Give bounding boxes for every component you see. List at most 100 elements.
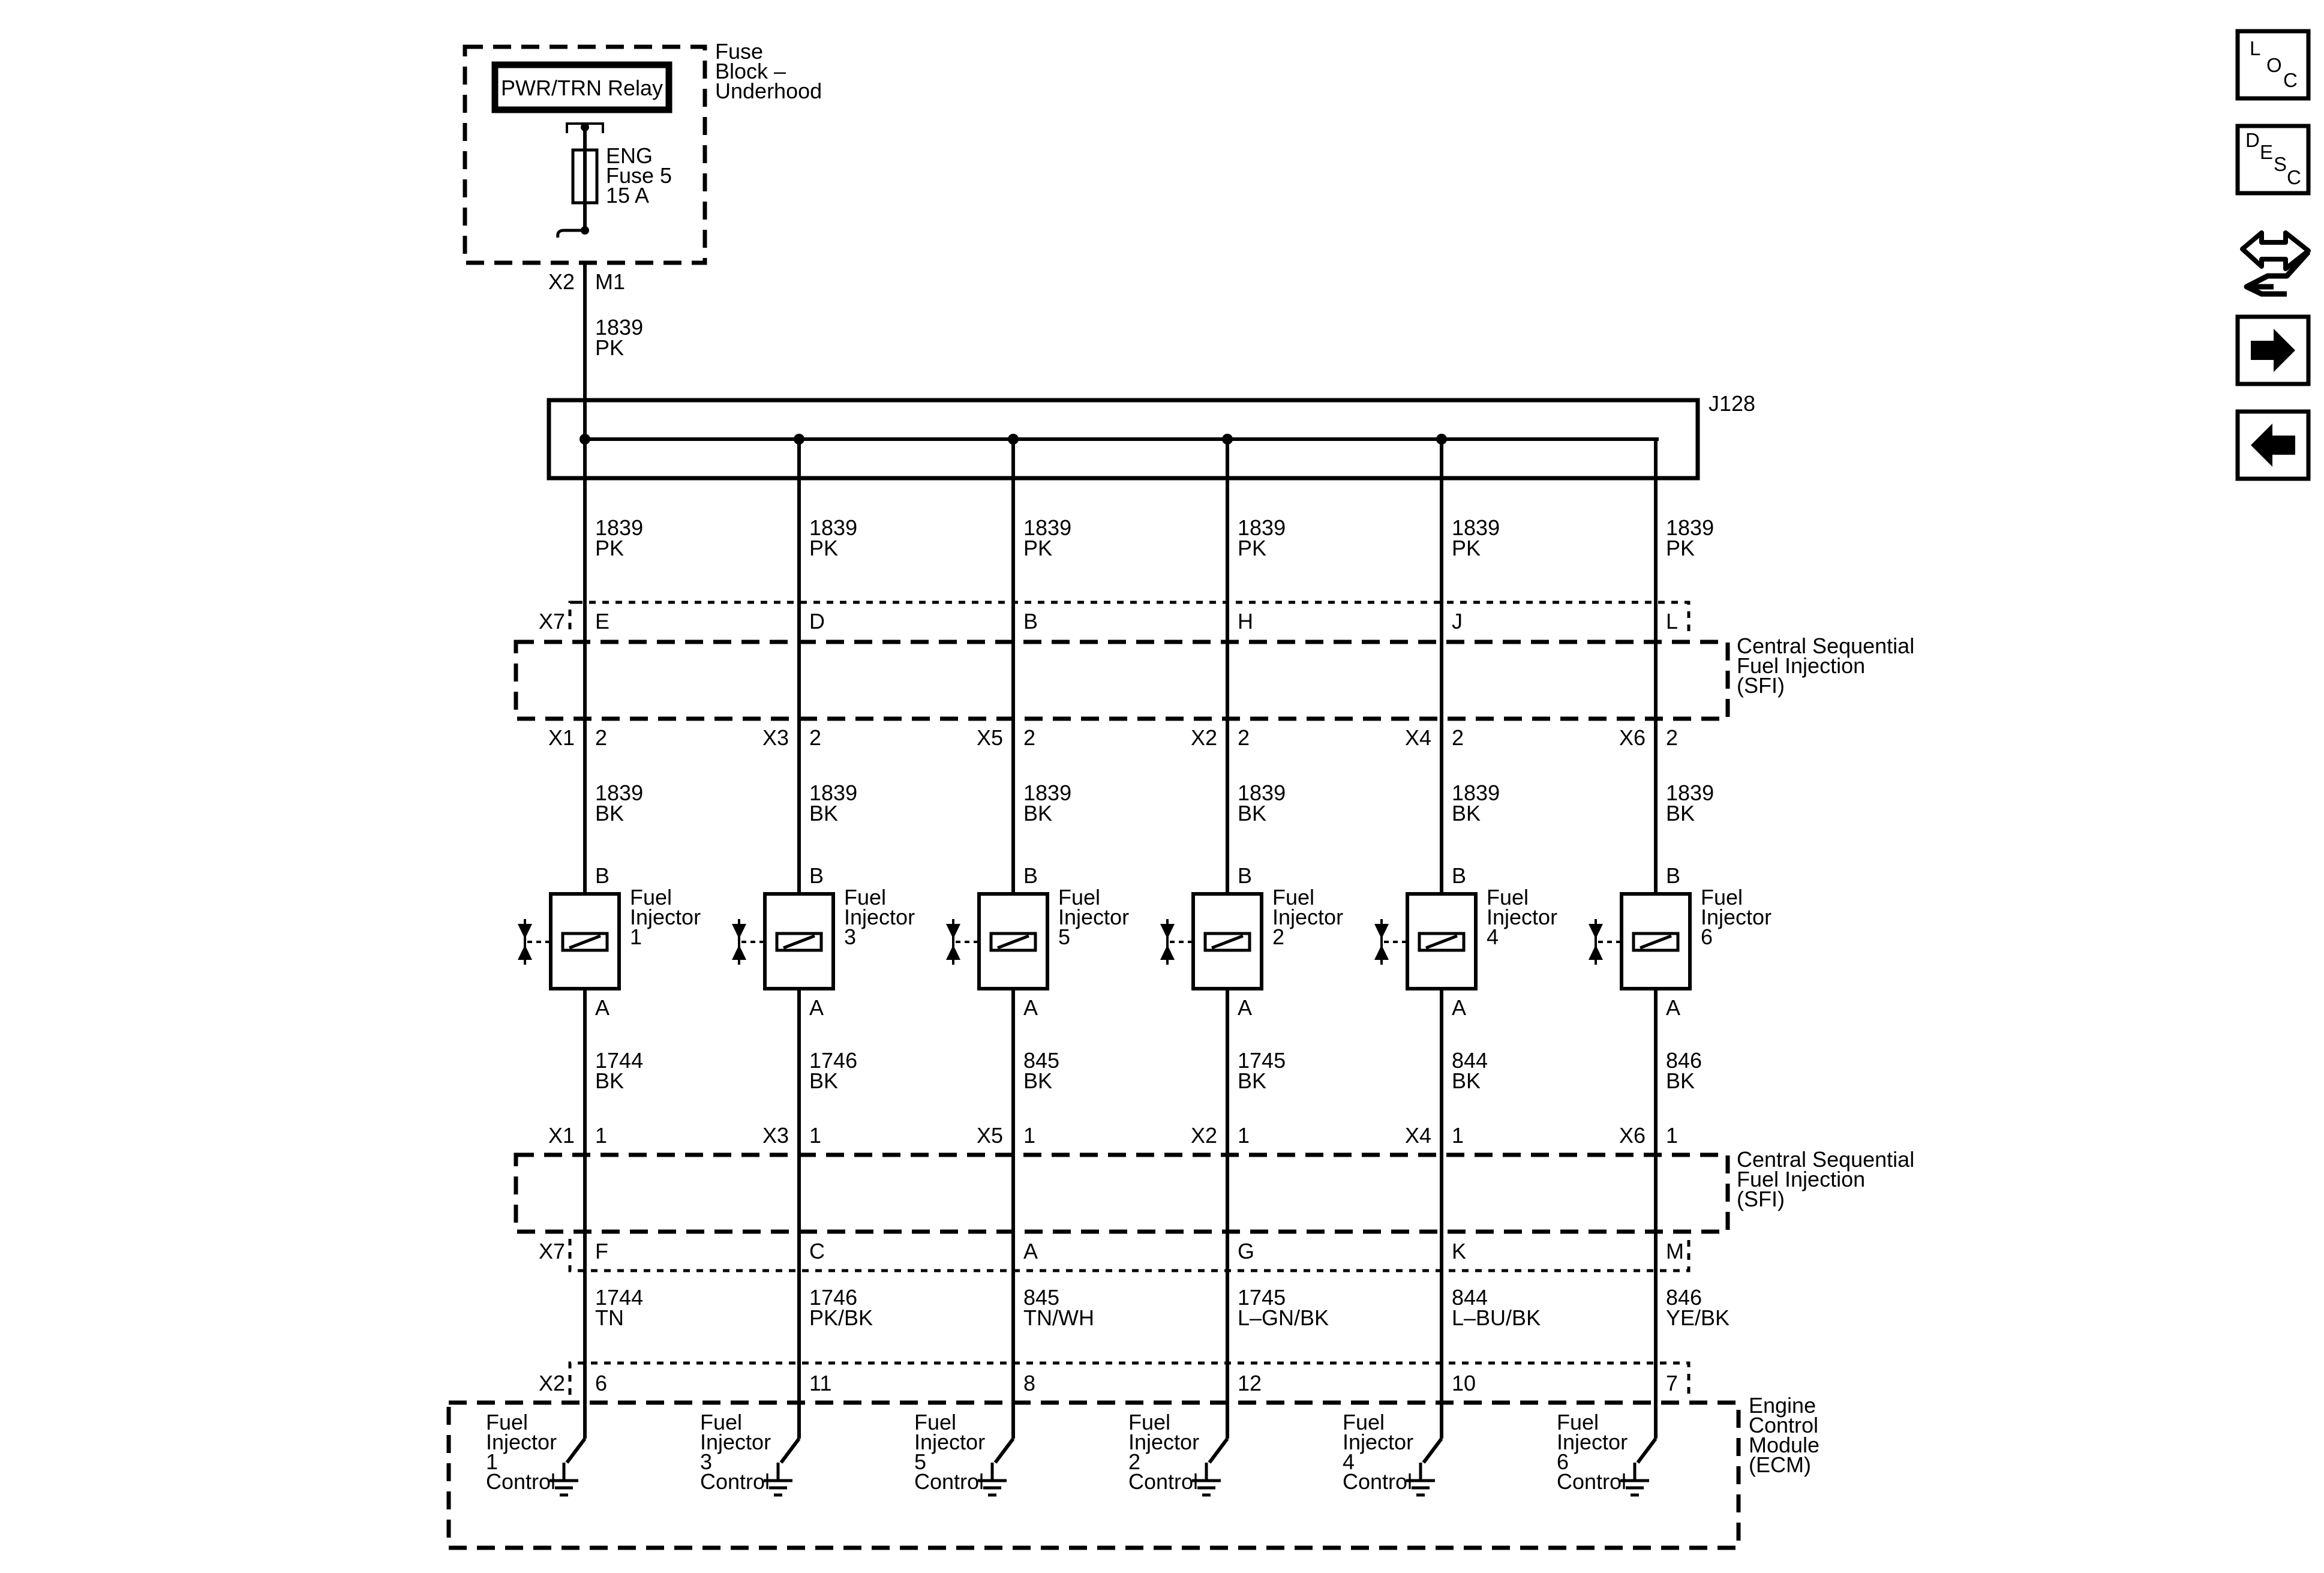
x7-lower-dotted-line — [568, 1239, 1691, 1272]
x7-upper-dotted-line — [576, 601, 1691, 633]
splice-pack-j128: J128 — [547, 391, 1755, 481]
injector-feed-color: BK — [809, 801, 838, 825]
splice-node — [1222, 434, 1233, 445]
ecm-driver-switch — [779, 1437, 801, 1464]
injector-feed-circuit: 1839 — [1452, 781, 1500, 805]
injector-pin-a: A — [1238, 995, 1252, 1020]
injector-pin-b: B — [1238, 863, 1252, 888]
sfi-lower-label-line-2: Fuel Injection — [1737, 1167, 1865, 1191]
x7-upper-left-bracket — [568, 601, 576, 633]
ecm-driver-switch — [1422, 1437, 1443, 1464]
injector-control-color: BK — [809, 1068, 838, 1093]
loc-letter-3: C — [2283, 69, 2298, 91]
injector-control-color: BK — [1023, 1068, 1052, 1093]
ecm-connector-x2: X2 — [539, 1371, 565, 1395]
fuse-block-output-node — [581, 226, 589, 235]
ecm-control-label-line-1: Fuel — [1557, 1410, 1599, 1434]
previous-page-button[interactable] — [2235, 409, 2311, 481]
injector-label-line-2: Injector — [1701, 905, 1771, 929]
sfi-lower-pin: 1 — [1452, 1123, 1464, 1148]
desc-letter-4: C — [2287, 166, 2301, 188]
x7-lower-pin: A — [1023, 1239, 1038, 1263]
sfi-lower-connector-id: X4 — [1405, 1123, 1431, 1148]
fuse-block-title-line-1: Fuse — [715, 39, 763, 64]
ecm-pin: 12 — [1238, 1371, 1262, 1395]
ecm-control-label-line-3: 4 — [1343, 1449, 1355, 1474]
injector-pin-a: A — [809, 995, 824, 1020]
ecm-control-label-line-3: 3 — [700, 1449, 712, 1474]
loc-letter-1: L — [2250, 37, 2260, 59]
x7-upper-pin: J — [1452, 609, 1463, 634]
injector-pin-a: A — [595, 995, 609, 1020]
splice-pack-outline — [547, 398, 1700, 481]
loc-icon: L O C — [2250, 37, 2298, 91]
pwr-trn-relay-box — [491, 61, 672, 113]
sfi-upper-connector-id: X2 — [1191, 725, 1217, 750]
ecm-control-label-line-3: 1 — [486, 1449, 498, 1474]
ecm-control-label-line-1: Fuel — [486, 1410, 528, 1434]
injector-label-line-2: Injector — [630, 905, 701, 929]
injector-feed-circuit: 1839 — [595, 781, 643, 805]
ecm-wire-circuit: 844 — [1452, 1285, 1488, 1310]
ecm-control-label-line-2: Injector — [1557, 1430, 1628, 1454]
next-page-button[interactable] — [2235, 314, 2311, 386]
splice-wire-circuit: 1839 — [1238, 515, 1286, 540]
ecm-control-label-line-2: Injector — [1128, 1430, 1199, 1454]
sfi-lower-label-line-3: (SFI) — [1737, 1187, 1785, 1211]
x7-upper-pin: L — [1666, 609, 1678, 634]
splice-wire-color: PK — [1452, 536, 1481, 560]
injector-label-line-1: Fuel — [1058, 885, 1100, 909]
ground-icon — [550, 1463, 578, 1497]
solenoid-coil-stroke — [1211, 934, 1244, 950]
injector-control-color: BK — [1452, 1068, 1481, 1093]
splice-wire-circuit: 1839 — [1023, 515, 1071, 540]
splice-wire-circuit: 1839 — [1666, 515, 1714, 540]
splice-pack-label: J128 — [1709, 391, 1755, 416]
desc-button[interactable]: D E S C — [2235, 124, 2311, 196]
splice-wire-circuit: 1839 — [595, 515, 643, 540]
x7-upper-label: X7 — [539, 609, 565, 634]
injector-control-circuit: 846 — [1666, 1048, 1702, 1073]
injector-control-color: BK — [595, 1068, 624, 1093]
sfi-upper-pin: 2 — [595, 725, 607, 750]
injector-control-color: BK — [1238, 1068, 1266, 1093]
sfi-upper-pin: 2 — [1238, 725, 1250, 750]
sfi-lower-connector-block: Central Sequential Fuel Injection (SFI) … — [514, 1147, 1914, 1272]
eng-fuse-line-2: Fuse 5 — [606, 163, 672, 188]
relay-contact-symbol — [566, 122, 604, 150]
injector-control-circuit: 845 — [1023, 1048, 1059, 1073]
ecm-label-line-2: Control — [1749, 1413, 1818, 1437]
sfi-upper-label-line-3: (SFI) — [1737, 673, 1785, 698]
splice-wire-color: PK — [1238, 536, 1266, 560]
ecm-wire-circuit: 845 — [1023, 1285, 1059, 1310]
nav-toolbar: L O C D E S C — [2235, 29, 2311, 481]
ecm-control-label-line-3: 6 — [1557, 1449, 1569, 1474]
injector-pin-b: B — [1666, 863, 1680, 888]
fuse-block-output-terminal — [556, 229, 585, 238]
injector-pin-b: B — [595, 863, 609, 888]
sfi-upper-label-line-1: Central Sequential — [1737, 634, 1914, 658]
fuse-block-title-line-3: Underhood — [715, 79, 822, 103]
sfi-lower-connector-id: X6 — [1619, 1123, 1646, 1148]
ecm-pin: 7 — [1666, 1371, 1678, 1395]
ecm-control-label-line-1: Fuel — [1128, 1410, 1170, 1434]
ecm-pin: 8 — [1023, 1371, 1035, 1395]
splice-corner — [1644, 437, 1658, 456]
connector-route-button[interactable] — [2240, 230, 2311, 297]
x7-upper-pin: D — [809, 609, 825, 634]
sfi-lower-pin: 1 — [809, 1123, 821, 1148]
ecm-control-label-line-4: Control — [700, 1469, 770, 1494]
splice-wire-circuit: 1839 — [809, 515, 857, 540]
fuse-block-connector-x2: X2 — [548, 269, 575, 294]
loc-button[interactable]: L O C — [2235, 29, 2311, 101]
injector-feed-circuit: 1839 — [1666, 781, 1714, 805]
sfi-lower-pin: 1 — [1666, 1123, 1678, 1148]
injector-label-line-3: 6 — [1701, 924, 1713, 949]
